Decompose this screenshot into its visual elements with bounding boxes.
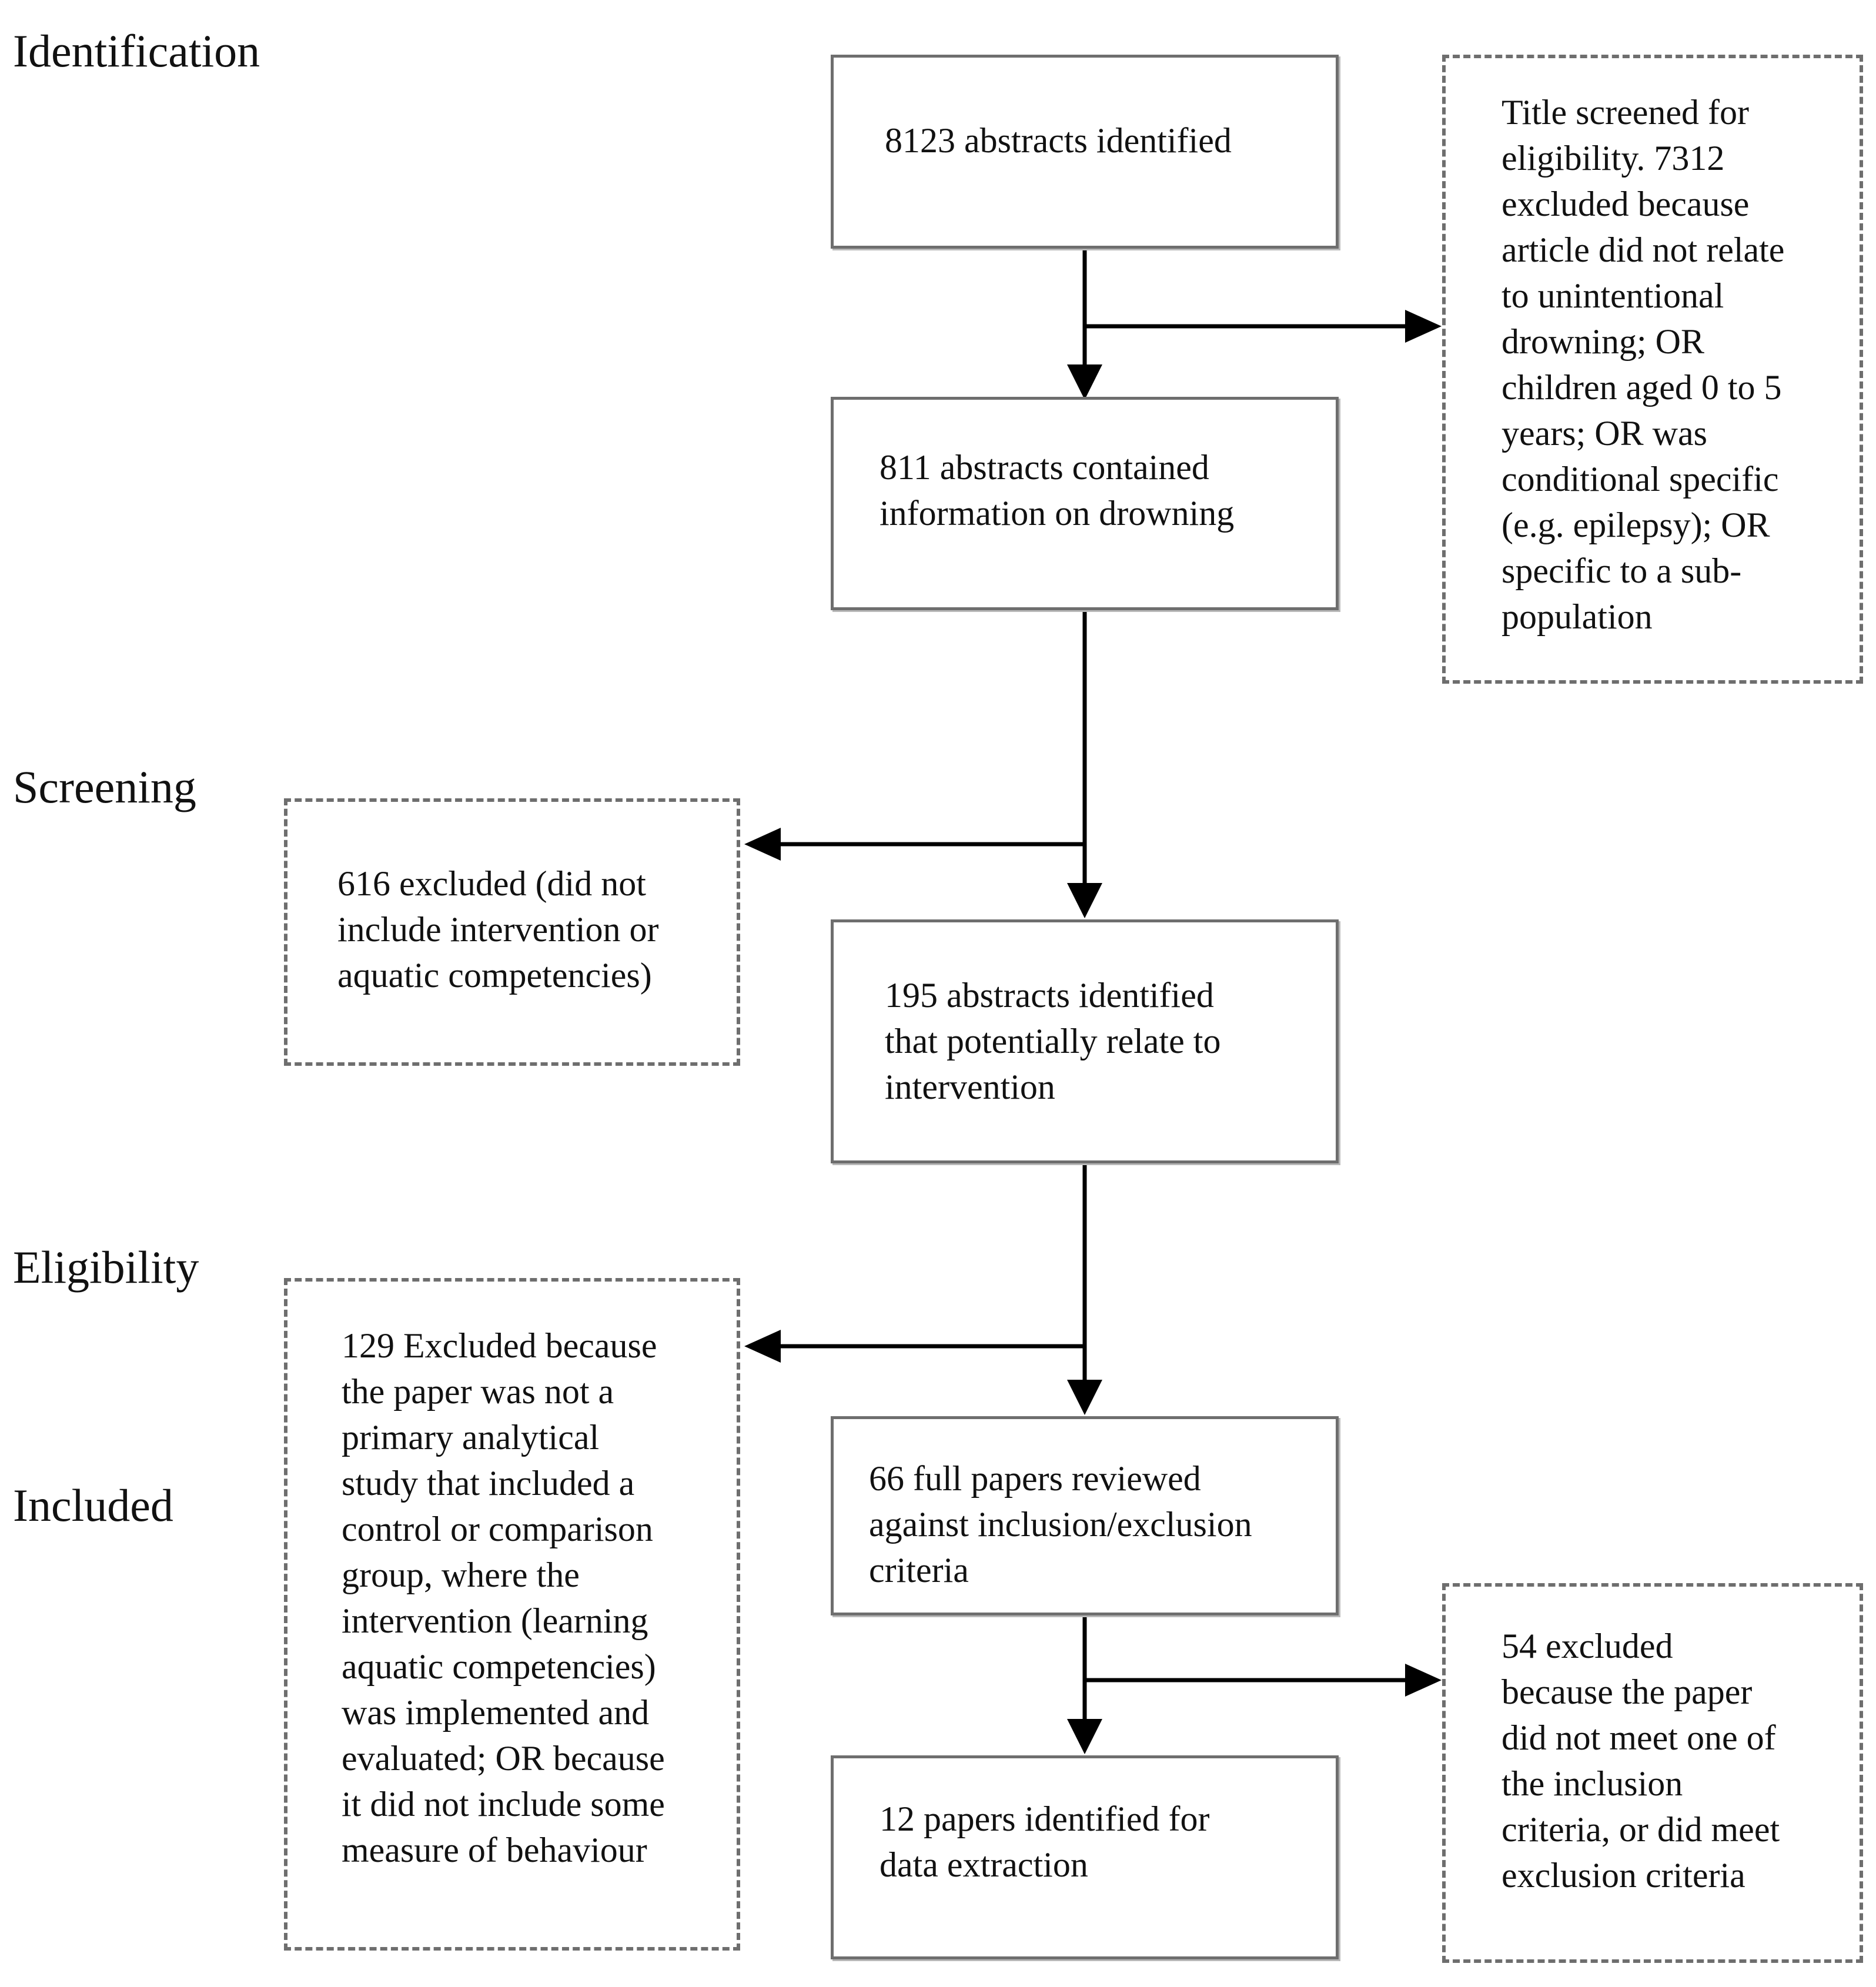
flow-box-reviewed-text: 66 full papers reviewed against inclusio… xyxy=(869,1459,1252,1590)
exclusion-box-screening: 616 excluded (did not include interventi… xyxy=(284,798,740,1066)
flow-box-reviewed: 66 full papers reviewed against inclusio… xyxy=(831,1416,1339,1615)
exclusion-box-eligibility-text: 129 Excluded because the paper was not a… xyxy=(342,1326,665,1869)
arrowhead-down-2 xyxy=(1067,883,1102,918)
exclusion-box-criteria-text: 54 excluded because the paper did not me… xyxy=(1502,1627,1780,1895)
stage-label-eligibility: Eligibility xyxy=(13,1242,199,1293)
exclusion-box-criteria: 54 excluded because the paper did not me… xyxy=(1442,1583,1863,1963)
arrowhead-left-2 xyxy=(744,1330,781,1363)
exclusion-box-title-screen-text: Title screened for eligibility. 7312 exc… xyxy=(1502,93,1785,636)
exclusion-box-screening-text: 616 excluded (did not include interventi… xyxy=(337,864,659,995)
exclusion-box-eligibility: 129 Excluded because the paper was not a… xyxy=(284,1278,740,1951)
flow-box-identified: 8123 abstracts identified xyxy=(831,55,1339,249)
arrowhead-down-3 xyxy=(1067,1380,1102,1415)
exclusion-box-title-screen: Title screened for eligibility. 7312 exc… xyxy=(1442,55,1863,684)
arrowhead-down-4 xyxy=(1067,1719,1102,1754)
flow-box-contained-text: 811 abstracts contained information on d… xyxy=(880,448,1235,533)
flow-box-extraction-text: 12 papers identified for data extraction xyxy=(880,1799,1210,1884)
stage-label-screening: Screening xyxy=(13,761,196,812)
flow-box-potential-text: 195 abstracts identified that potentiall… xyxy=(885,976,1221,1106)
arrowhead-right-2 xyxy=(1405,1664,1442,1697)
flow-box-extraction: 12 papers identified for data extraction xyxy=(831,1755,1339,1959)
arrowhead-left-1 xyxy=(744,828,781,861)
flow-box-identified-text: 8123 abstracts identified xyxy=(885,121,1232,160)
arrowhead-down-1 xyxy=(1067,364,1102,400)
stage-label-identification: Identification xyxy=(13,25,260,76)
flow-box-contained: 811 abstracts contained information on d… xyxy=(831,397,1339,610)
arrowhead-right-1 xyxy=(1405,310,1442,343)
flow-box-potential: 195 abstracts identified that potentiall… xyxy=(831,919,1339,1163)
stage-label-included: Included xyxy=(13,1480,173,1531)
